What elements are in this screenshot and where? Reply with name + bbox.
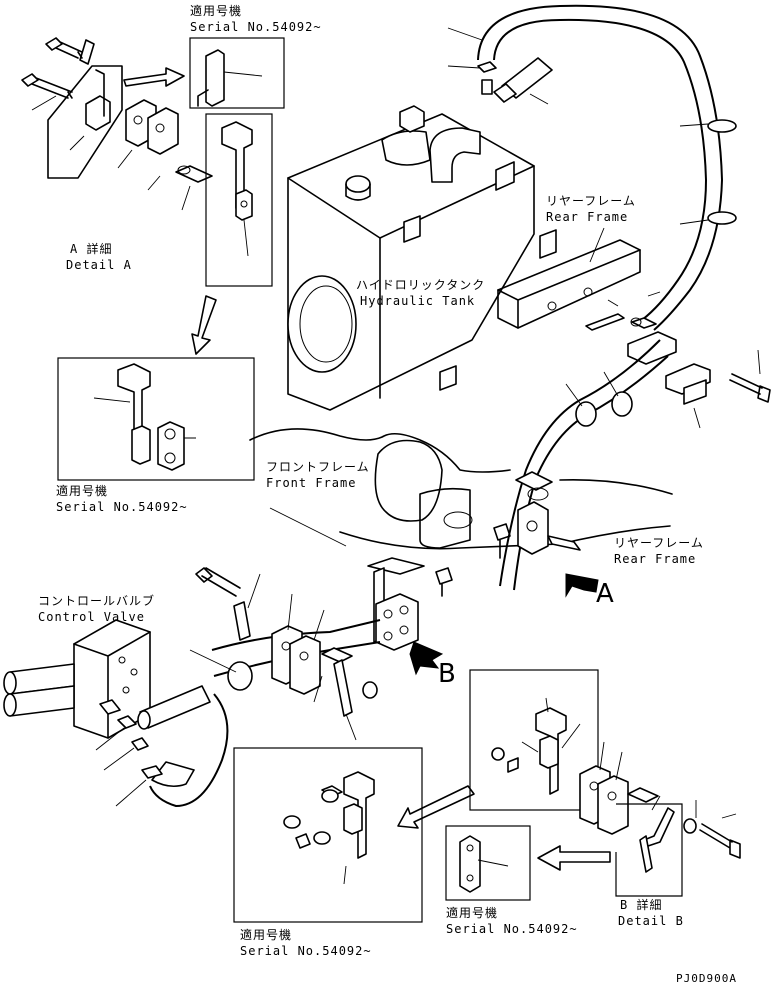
arrow-down <box>191 295 217 355</box>
label-serial-left-en: Serial No.54092~ <box>56 500 188 514</box>
bracket-bottom-center <box>283 771 375 885</box>
hose-lower <box>137 619 381 808</box>
rear-frame-top <box>497 227 771 429</box>
label-serial-bottom-right-jp: 適用号機 <box>446 906 499 920</box>
serial-box-bracket <box>205 113 273 287</box>
label-detail-b-en: Detail B <box>618 914 684 928</box>
label-serial-top-jp: 適用号機 <box>190 4 243 18</box>
control-valve <box>3 619 151 807</box>
serial-box-top <box>189 37 285 109</box>
bracket-bottom-right <box>459 835 509 893</box>
label-serial-left-jp: 適用号機 <box>56 484 109 498</box>
label-view-b: B <box>438 659 456 689</box>
detail-b-bracket-frame <box>615 803 683 897</box>
arrow-left <box>537 845 611 871</box>
arrow-view-a <box>565 573 599 598</box>
label-hydraulic-tank-en: Hydraulic Tank <box>360 294 476 308</box>
label-control-valve-jp: コントロールバルブ <box>38 594 156 608</box>
arrow-to-bottom-center <box>397 785 475 829</box>
label-serial-bottom-center-en: Serial No.54092~ <box>240 944 372 958</box>
label-serial-bottom-right-en: Serial No.54092~ <box>446 922 578 936</box>
serial-box-bottom-right <box>445 825 531 901</box>
label-detail-b-jp: B 詳細 <box>620 898 663 912</box>
label-view-a: A <box>596 579 614 609</box>
serial-box-left <box>57 357 255 481</box>
label-serial-bottom-center-jp: 適用号機 <box>240 928 293 942</box>
bracket-serial-left <box>93 363 196 471</box>
label-detail-a-en: Detail A <box>66 258 132 272</box>
arrow-view-b <box>409 641 444 676</box>
drawing-code: PJ0D900A <box>676 972 737 985</box>
label-rear-frame-top-jp: リヤーフレーム <box>546 194 636 208</box>
label-rear-frame-top-en: Rear Frame <box>546 210 629 224</box>
middle-clamp-assembly <box>367 471 581 651</box>
hose-top <box>447 4 737 331</box>
label-hydraulic-tank-jp: ハイドロリックタンク <box>356 278 486 292</box>
detail-b-exploded-middle <box>195 567 378 741</box>
serial-box-bottom-center <box>233 747 423 923</box>
detail-b-exploded-box-parts <box>491 697 581 795</box>
label-detail-a-jp: A 詳細 <box>70 242 113 256</box>
label-rear-frame-mid-jp: リヤーフレーム <box>614 536 704 550</box>
bracket-vertical <box>221 121 253 257</box>
detail-b-link-parts <box>639 800 741 873</box>
detail-b-loose-parts <box>579 741 661 835</box>
label-serial-top-en: Serial No.54092~ <box>190 20 322 34</box>
detail-b-box <box>469 669 599 811</box>
label-front-frame-en: Front Frame <box>266 476 357 490</box>
bracket-serial-top <box>197 49 263 107</box>
label-control-valve-en: Control Valve <box>38 610 145 624</box>
front-frame <box>249 428 673 550</box>
label-rear-frame-mid-en: Rear Frame <box>614 552 697 566</box>
label-front-frame-jp: フロントフレーム <box>266 460 370 474</box>
hydraulic-tank <box>287 105 557 411</box>
detail-a-exploded-parts <box>21 37 213 211</box>
